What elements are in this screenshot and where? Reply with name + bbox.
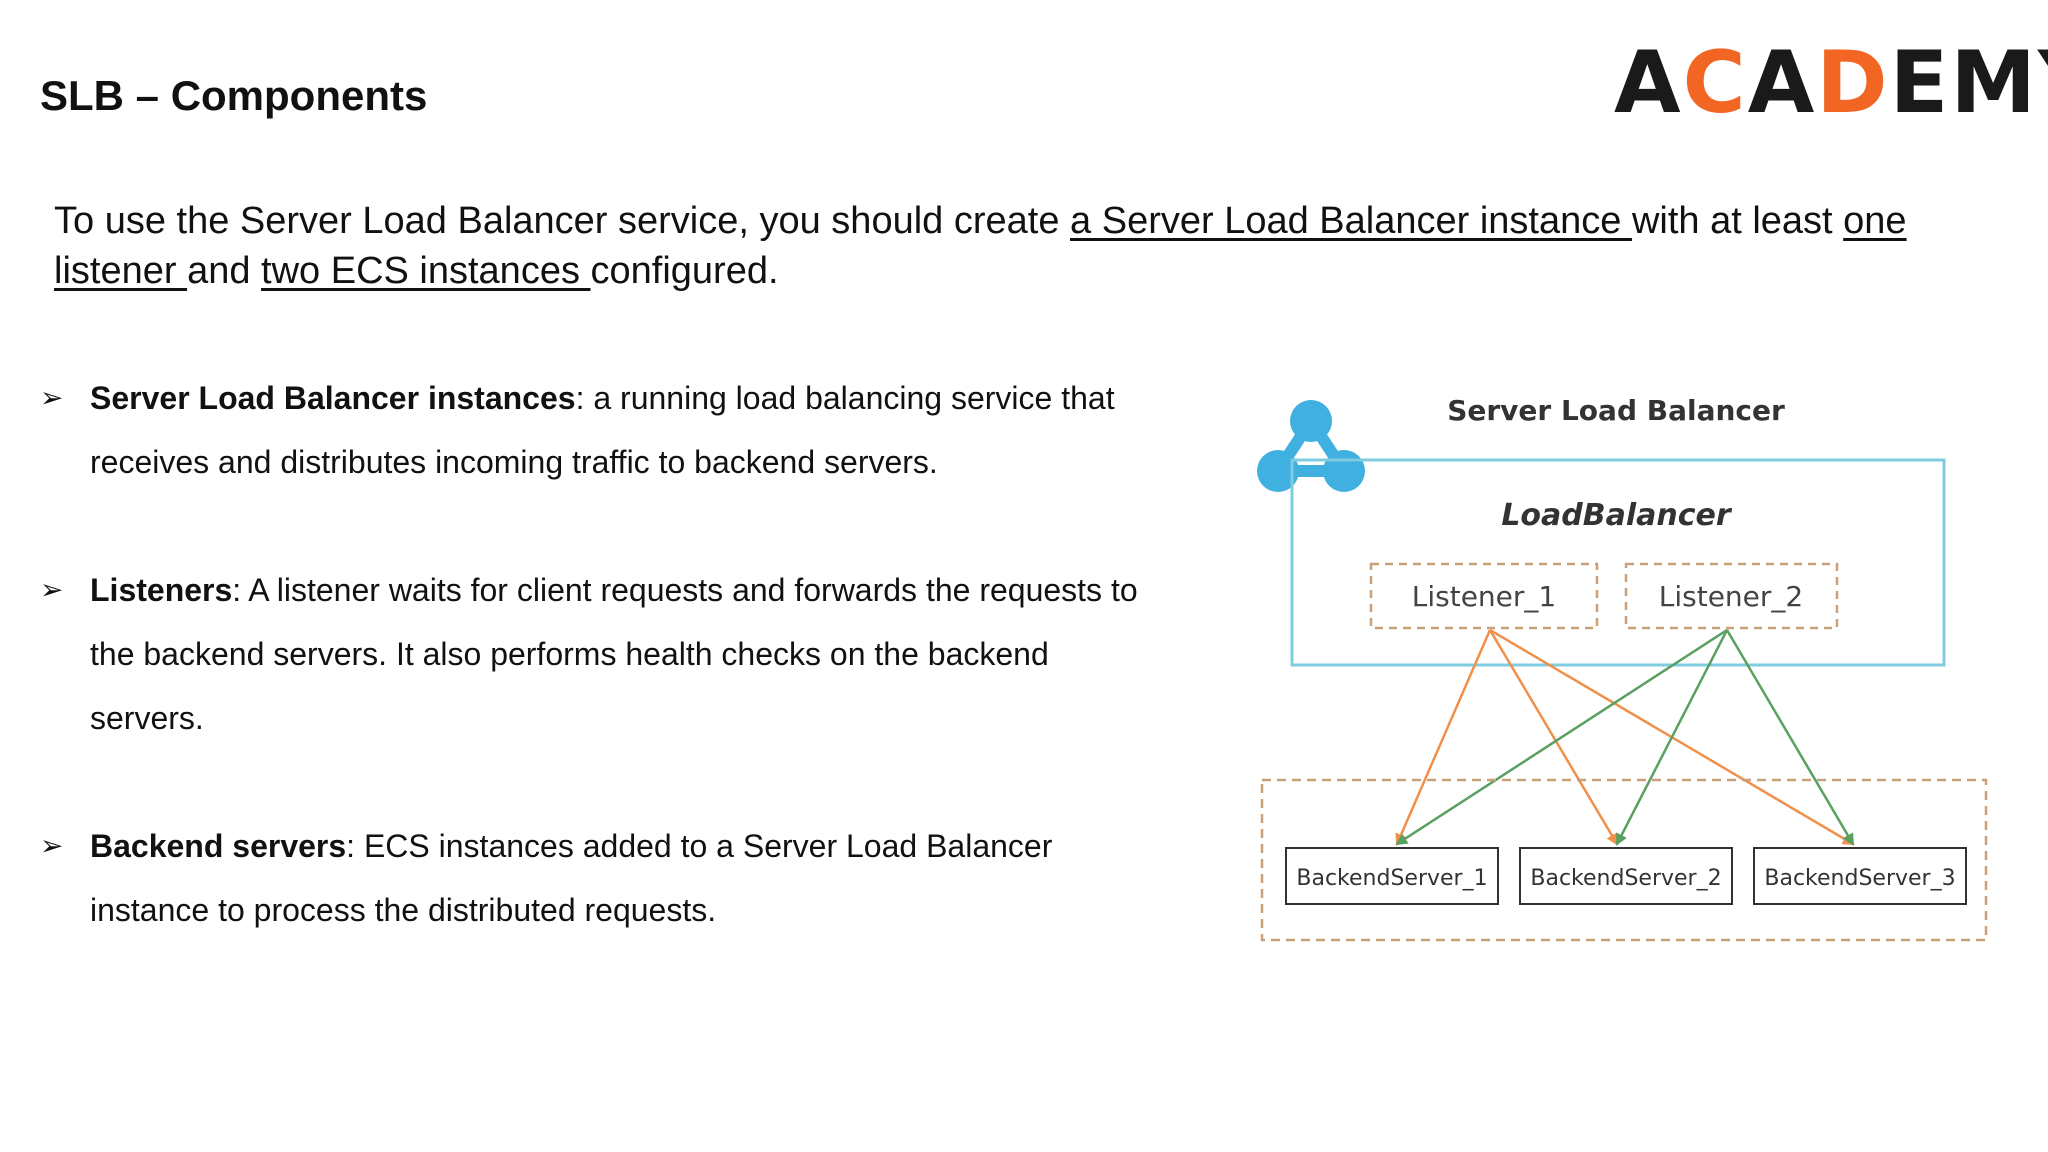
academy-logo: ACADEMY: [1614, 40, 2048, 126]
logo-letter: M: [1950, 33, 2038, 133]
slide-title: SLB – Components: [40, 72, 428, 119]
bullet-arrow-icon: ➢: [40, 573, 64, 606]
intro-underlined-listener: one listener: [54, 200, 1907, 292]
logo-letter: E: [1889, 33, 1951, 133]
intro-paragraph: To use the Server Load Balancer service,…: [54, 196, 1984, 296]
bullet-text: : ECS instances added to a Server Load B…: [90, 828, 1053, 928]
backend-server-label: BackendServer_2: [1530, 866, 1721, 891]
intro-underlined-ecs: two ECS instances: [261, 250, 591, 292]
backend-group-box: [1260, 778, 1988, 942]
listener-label: Listener_1: [1412, 580, 1556, 613]
list-item: ➢ Listeners: A listener waits for client…: [40, 558, 1160, 750]
intro-text: and: [187, 250, 262, 292]
bullet-text: : a running load balancing service that …: [90, 380, 1115, 480]
list-item: ➢ Server Load Balancer instances: a runn…: [40, 366, 1160, 494]
listener-2-arrows: [1395, 628, 1855, 846]
logo-letter: C: [1682, 33, 1748, 133]
listener-label: Listener_2: [1659, 580, 1803, 613]
logo-letter: A: [1747, 33, 1817, 133]
load-balancer-label: LoadBalancer: [1501, 498, 1733, 533]
backend-server-label: BackendServer_1: [1296, 866, 1487, 891]
bullet-arrow-icon: ➢: [40, 829, 64, 862]
network-nodes-icon: [1257, 400, 1365, 492]
backend-server-box: [1519, 847, 1733, 905]
bullet-arrow-icon: ➢: [40, 381, 64, 414]
backend-server-box: [1753, 847, 1967, 905]
bullet-term: Server Load Balancer instances: [90, 380, 576, 416]
intro-underlined-slb-instance: a Server Load Balancer instance: [1070, 200, 1632, 242]
bullet-term: Backend servers: [90, 828, 347, 864]
intro-text: To use the Server Load Balancer service,…: [54, 200, 1071, 242]
component-list: ➢ Server Load Balancer instances: a runn…: [40, 366, 1160, 1006]
logo-letter: A: [1614, 33, 1683, 133]
bullet-text: : A listener waits for client requests a…: [90, 572, 1138, 736]
listener-1-arrows: [1395, 628, 1855, 846]
intro-text: with at least: [1631, 200, 1844, 242]
listener-box: [1369, 562, 1599, 630]
diagram-title: Server Load Balancer: [1447, 394, 1785, 427]
bullet-term: Listeners: [90, 572, 233, 608]
backend-server-box: [1285, 847, 1499, 905]
backend-server-label: BackendServer_3: [1764, 866, 1955, 891]
listener-box: [1624, 562, 1839, 630]
list-item: ➢ Backend servers: ECS instances added t…: [40, 814, 1160, 942]
logo-letter: Y: [2038, 40, 2048, 126]
intro-text: configured.: [590, 250, 779, 292]
logo-letter: D: [1816, 33, 1890, 133]
load-balancer-box: [1290, 458, 1946, 667]
